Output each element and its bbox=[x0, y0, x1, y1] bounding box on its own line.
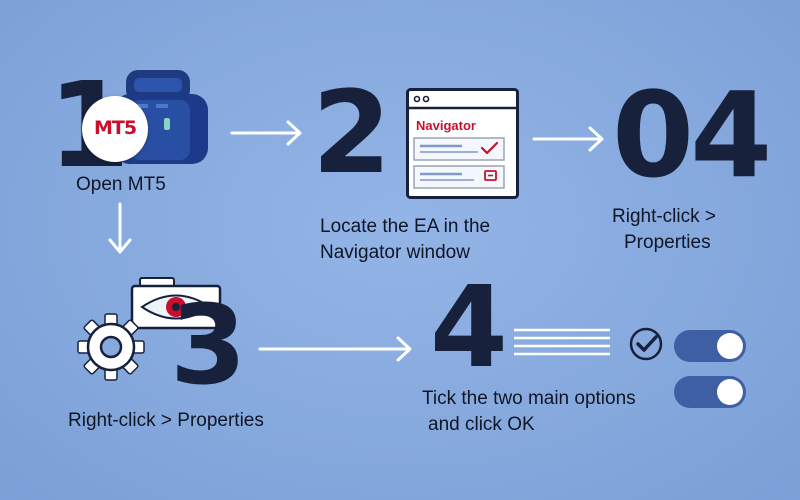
step-3-number: 3 bbox=[170, 281, 247, 409]
mt5-badge-label: MT5 bbox=[93, 117, 137, 139]
option-lines bbox=[514, 328, 610, 356]
step-04-number: 04 bbox=[612, 66, 772, 204]
arrow-down-icon bbox=[108, 202, 132, 254]
step-4-label-line2: and click OK bbox=[428, 414, 535, 435]
step-2-number: 2 bbox=[312, 66, 392, 199]
step-2-label-line2: Navigator window bbox=[320, 242, 470, 263]
browser-window-icon bbox=[406, 88, 519, 199]
check-circle-icon bbox=[629, 327, 663, 361]
step-4-label-line1: Tick the two main options bbox=[422, 388, 636, 409]
toggle-switch-1[interactable] bbox=[674, 330, 746, 362]
arrow-right-icon bbox=[258, 336, 412, 362]
eye-icon bbox=[130, 277, 222, 330]
step-4-number: 4 bbox=[430, 263, 508, 393]
checkmark-icon bbox=[480, 141, 499, 155]
step-1-label: Open MT5 bbox=[76, 174, 166, 195]
toggle-switch-2[interactable] bbox=[674, 376, 746, 408]
toggle-knob bbox=[717, 333, 743, 359]
step-04-label-line2: Properties bbox=[624, 232, 711, 253]
toggle-knob bbox=[717, 379, 743, 405]
gear-icon bbox=[77, 313, 145, 381]
step-3-label: Right-click > Properties bbox=[68, 410, 264, 431]
mt5-badge: MT5 bbox=[82, 96, 148, 162]
arrow-right-icon bbox=[230, 120, 302, 146]
navigator-window-title: Navigator bbox=[416, 118, 476, 133]
arrow-right-icon bbox=[532, 126, 604, 152]
step-04-label-line1: Right-click > bbox=[612, 206, 716, 227]
step-2-label-line1: Locate the EA in the bbox=[320, 216, 491, 237]
